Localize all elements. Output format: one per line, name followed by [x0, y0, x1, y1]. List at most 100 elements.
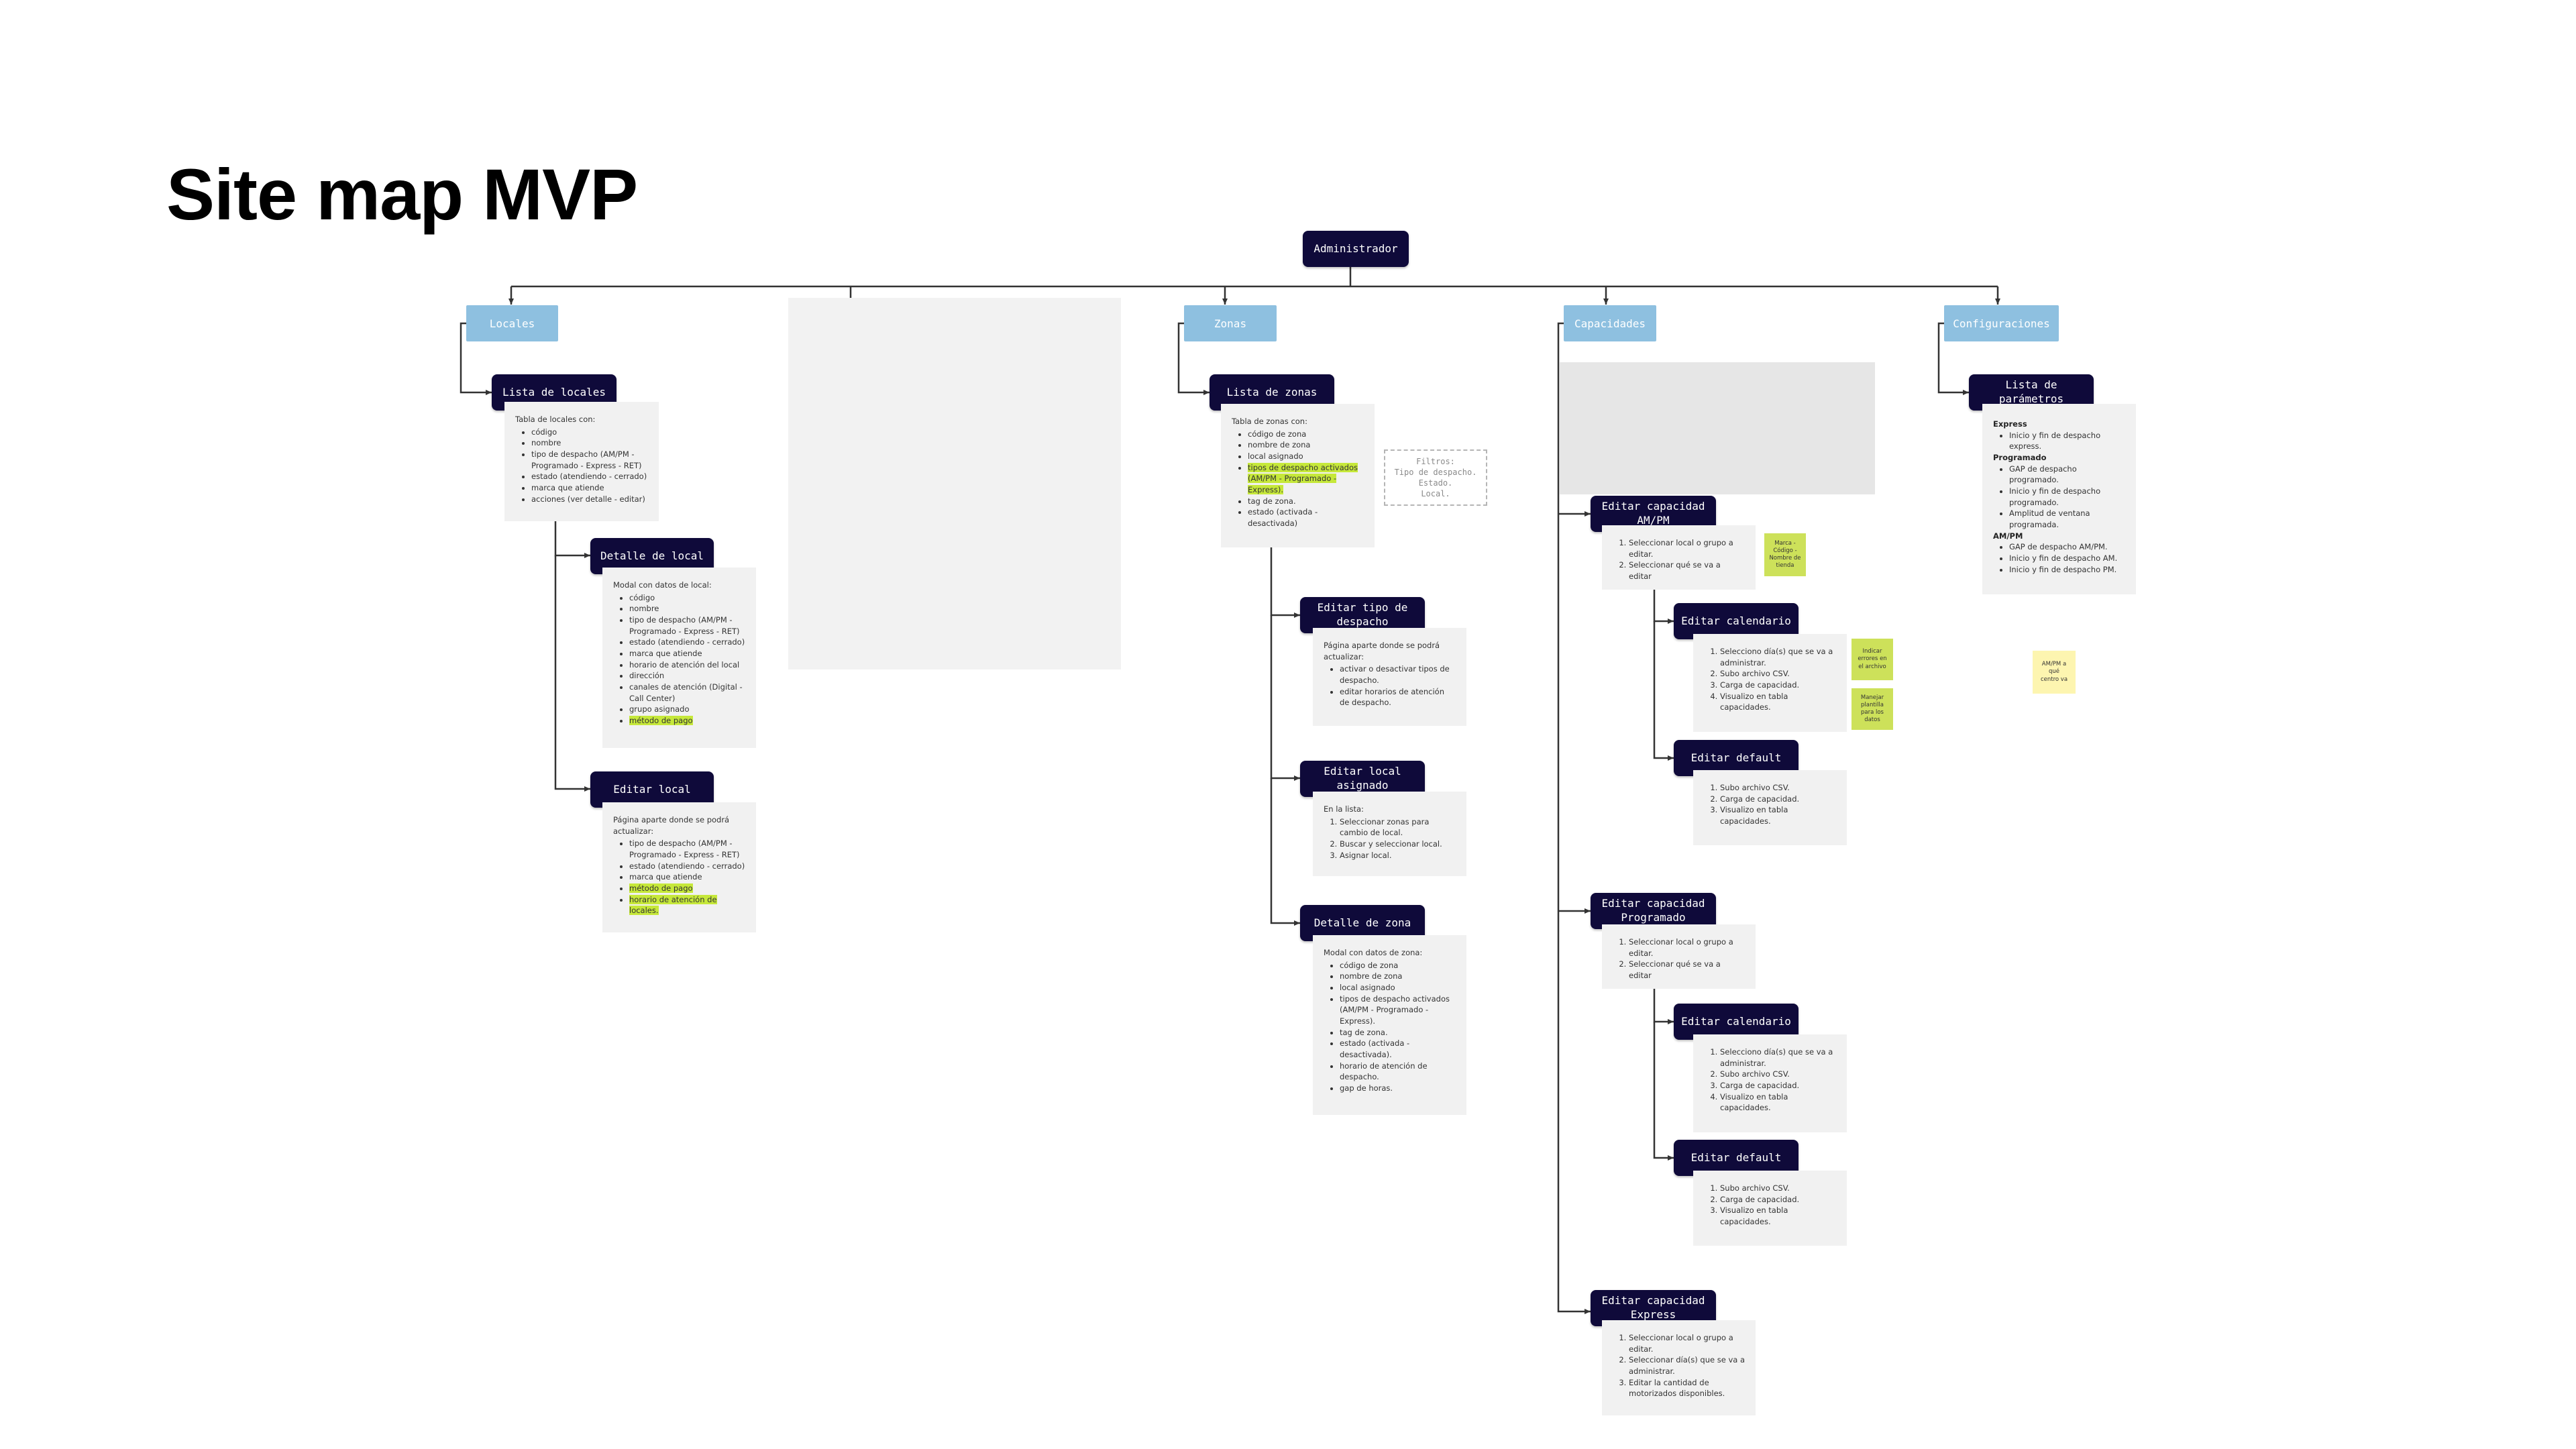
card-intro: Tabla de locales con:: [515, 415, 596, 424]
node-editar-calendario-ampm[interactable]: Editar calendario: [1674, 603, 1799, 639]
list-item: Visualizo en tabla capacidades.: [1720, 691, 1836, 713]
list-item: estado (activada - desactivada): [1248, 506, 1364, 529]
group-title: Express: [1993, 419, 2027, 429]
list-item: tipos de despacho activados (AM/PM - Pro…: [1340, 994, 1456, 1027]
card-lista-de-locales: Tabla de locales con: código nombre tipo…: [504, 402, 659, 521]
list-item: GAP de despacho programado.: [2009, 464, 2125, 486]
list-item: código de zona: [1340, 960, 1456, 971]
list-item: Editar la cantidad de motorizados dispon…: [1629, 1377, 1745, 1399]
list-item: local asignado: [1340, 982, 1456, 994]
list-item: nombre: [629, 603, 745, 614]
list-item: horario de atención de locales.: [629, 894, 745, 916]
card-editar-tipo-de-despacho: Página aparte donde se podrá actualizar:…: [1313, 628, 1466, 726]
card-editar-capacidad-express: Seleccionar local o grupo a editar. Sele…: [1602, 1320, 1756, 1415]
sticky-note: Marca - Código - Nombre de tienda: [1764, 533, 1806, 576]
card-intro: Página aparte donde se podrá actualizar:: [613, 815, 730, 836]
list-item: código de zona: [1248, 429, 1364, 440]
list-item: Seleccionar qué se va a editar: [1629, 559, 1745, 582]
list-item: Subo archivo CSV.: [1720, 1069, 1836, 1080]
list-item: marca que atiende: [629, 871, 745, 883]
sticky-note: Manejar plantilla para los datos: [1851, 688, 1893, 730]
section-capacidades[interactable]: Capacidades: [1564, 305, 1656, 341]
card-editar-local: Página aparte donde se podrá actualizar:…: [602, 802, 756, 932]
card-editar-capacidad-ampm: Seleccionar local o grupo a editar. Sele…: [1602, 525, 1756, 590]
list-item: activar o desactivar tipos de despacho.: [1340, 663, 1456, 686]
list-item: Subo archivo CSV.: [1720, 668, 1836, 680]
list-item: horario de atención de despacho.: [1340, 1061, 1456, 1083]
list-item: código: [531, 427, 648, 438]
list-item: Inicio y fin de despacho programado.: [2009, 486, 2125, 508]
list-item: Visualizo en tabla capacidades.: [1720, 1205, 1836, 1227]
list-item: horario de atención del local: [629, 659, 745, 671]
page-title: Site map MVP: [166, 154, 638, 235]
filter-note: Filtros: Tipo de despacho. Estado. Local…: [1384, 449, 1487, 506]
card-lista-de-parametros: Express Inicio y fin de despacho express…: [1982, 404, 2136, 594]
sticky-note: Indicar errores en el archivo: [1851, 639, 1893, 680]
card-editar-default-ampm: Subo archivo CSV. Carga de capacidad. Vi…: [1693, 770, 1847, 845]
node-editar-capacidad-programado[interactable]: Editar capacidad Programado: [1591, 893, 1716, 929]
list-item: tipos de despacho activados (AM/PM - Pro…: [1248, 462, 1364, 496]
list-item: Seleccionar día(s) que se va a administr…: [1629, 1354, 1745, 1377]
list-item: Visualizo en tabla capacidades.: [1720, 1091, 1836, 1114]
list-item: Inicio y fin de despacho PM.: [2009, 564, 2125, 576]
card-intro: En la lista:: [1324, 804, 1364, 814]
card-editar-calendario-ampm: Selecciono día(s) que se va a administra…: [1693, 634, 1847, 732]
list-item: tag de zona.: [1340, 1027, 1456, 1038]
card-detalle-de-zona: Modal con datos de zona: código de zona …: [1313, 935, 1466, 1115]
list-item: estado (activada - desactivada).: [1340, 1038, 1456, 1060]
group-title: Programado: [1993, 453, 2047, 463]
node-editar-calendario-programado[interactable]: Editar calendario: [1674, 1004, 1799, 1040]
group-title: AM/PM: [1993, 531, 2023, 541]
list-item: Inicio y fin de despacho AM.: [2009, 553, 2125, 564]
list-item: estado (atendiendo - cerrado): [629, 861, 745, 872]
list-item: Seleccionar local o grupo a editar.: [1629, 1332, 1745, 1354]
list-item: Seleccionar qué se va a editar: [1629, 959, 1745, 981]
list-item: Subo archivo CSV.: [1720, 1183, 1836, 1194]
card-intro: Tabla de zonas con:: [1232, 417, 1307, 426]
list-item: marca que atiende: [531, 482, 648, 494]
section-configuraciones[interactable]: Configuraciones: [1944, 305, 2059, 341]
list-item: tipo de despacho (AM/PM - Programado - E…: [629, 838, 745, 860]
card-detalle-de-local: Modal con datos de local: código nombre …: [602, 568, 756, 748]
list-item: Carga de capacidad.: [1720, 1194, 1836, 1205]
node-editar-local[interactable]: Editar local: [590, 771, 714, 808]
list-item: método de pago: [629, 883, 745, 894]
highlighted-text: horario de atención de locales.: [629, 894, 717, 916]
placeholder-panel: [788, 298, 1121, 669]
list-item: Seleccionar local o grupo a editar.: [1629, 936, 1745, 959]
list-item: Seleccionar zonas para cambio de local.: [1340, 816, 1456, 839]
section-locales[interactable]: Locales: [466, 305, 558, 341]
list-item: Selecciono día(s) que se va a administra…: [1720, 646, 1836, 668]
list-item: marca que atiende: [629, 648, 745, 659]
node-administrador[interactable]: Administrador: [1303, 231, 1409, 267]
list-item: nombre: [531, 437, 648, 449]
list-item: nombre de zona: [1340, 971, 1456, 982]
list-item: Carga de capacidad.: [1720, 680, 1836, 691]
node-editar-local-asignado[interactable]: Editar local asignado: [1300, 761, 1425, 797]
list-item: Asignar local.: [1340, 850, 1456, 861]
card-editar-calendario-programado: Selecciono día(s) que se va a administra…: [1693, 1034, 1847, 1132]
list-item: local asignado: [1248, 451, 1364, 462]
card-intro: Modal con datos de local:: [613, 580, 712, 590]
node-editar-default-programado[interactable]: Editar default: [1674, 1140, 1799, 1176]
list-item: Inicio y fin de despacho express.: [2009, 430, 2125, 452]
list-item: tag de zona.: [1248, 496, 1364, 507]
list-item: nombre de zona: [1248, 439, 1364, 451]
list-item: Carga de capacidad.: [1720, 1080, 1836, 1091]
card-editar-capacidad-programado: Seleccionar local o grupo a editar. Sele…: [1602, 924, 1756, 989]
section-zonas[interactable]: Zonas: [1184, 305, 1277, 341]
list-item: Visualizo en tabla capacidades.: [1720, 804, 1836, 826]
list-item: tipo de despacho (AM/PM - Programado - E…: [629, 614, 745, 637]
list-item: Buscar y seleccionar local.: [1340, 839, 1456, 850]
node-editar-tipo-de-despacho[interactable]: Editar tipo de despacho: [1300, 597, 1425, 633]
card-editar-default-programado: Subo archivo CSV. Carga de capacidad. Vi…: [1693, 1171, 1847, 1246]
highlighted-text: método de pago: [629, 883, 693, 894]
highlighted-text: tipos de despacho activados (AM/PM - Pro…: [1248, 462, 1358, 495]
card-intro: Página aparte donde se podrá actualizar:: [1324, 641, 1440, 661]
card-editar-local-asignado: En la lista: Seleccionar zonas para camb…: [1313, 792, 1466, 876]
list-item: método de pago: [629, 715, 745, 727]
list-item: gap de horas.: [1340, 1083, 1456, 1094]
placeholder-panel-capacidades: [1560, 362, 1875, 494]
list-item: GAP de despacho AM/PM.: [2009, 541, 2125, 553]
